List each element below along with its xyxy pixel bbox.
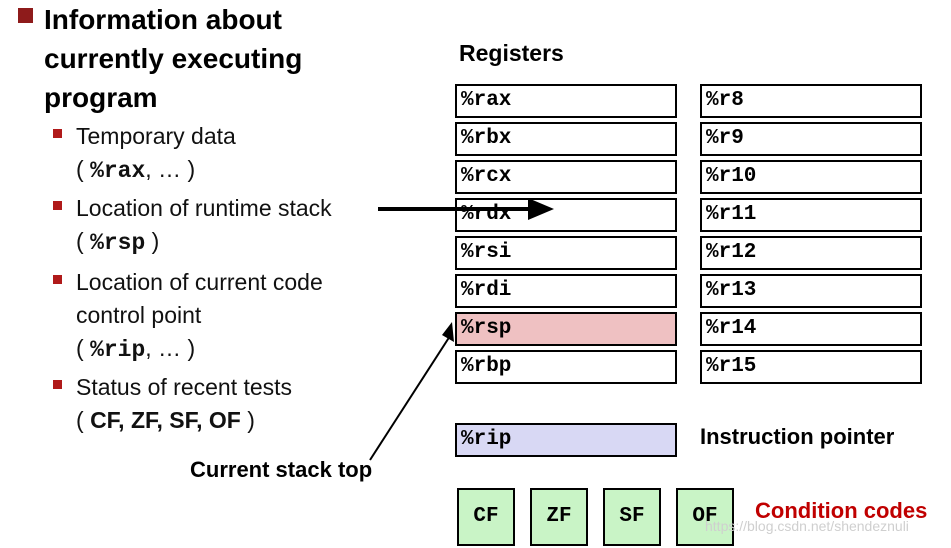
register-rsi: %rsi — [455, 236, 677, 270]
register-r11: %r11 — [700, 198, 922, 232]
registers-title: Registers — [459, 40, 564, 66]
flag-cf: CF — [457, 488, 515, 546]
register-r12: %r12 — [700, 236, 922, 270]
watermark: https://blog.csdn.net/shendeznuli — [705, 518, 909, 534]
item-text: Temporary data — [76, 123, 236, 149]
item-code-control-point: Location of current code control point (… — [76, 266, 323, 367]
item-text: Location of current code — [76, 269, 323, 295]
item-text: control point — [76, 302, 202, 328]
register-r10: %r10 — [700, 160, 922, 194]
item-code-line: ( %rax, … ) — [76, 156, 196, 184]
register-rsp: %rsp — [455, 312, 677, 346]
item-runtime-stack: Location of runtime stack ( %rsp ) — [76, 192, 332, 260]
heading-bullet-icon — [18, 8, 33, 23]
item-code-line: ( %rip, … ) — [76, 335, 196, 363]
register-r15: %r15 — [700, 350, 922, 384]
register-rbp: %rbp — [455, 350, 677, 384]
code-rip: %rip — [90, 337, 146, 363]
register-r13: %r13 — [700, 274, 922, 308]
register-rbx: %rbx — [455, 122, 677, 156]
instruction-pointer-label: Instruction pointer — [700, 424, 895, 449]
arrow-stack-top-to-rsp — [369, 322, 454, 461]
item-bullet-icon — [53, 201, 62, 210]
arrow-runtime-stack-to-rdx — [378, 198, 554, 220]
heading: Information about currently executing pr… — [44, 0, 384, 117]
register-r8: %r8 — [700, 84, 922, 118]
register-r9: %r9 — [700, 122, 922, 156]
flag-sf: SF — [603, 488, 661, 546]
item-bullet-icon — [53, 275, 62, 284]
register-rip: %rip — [455, 423, 677, 457]
flag-zf: ZF — [530, 488, 588, 546]
code-rsp: %rsp — [90, 230, 146, 256]
item-bullet-icon — [53, 380, 62, 389]
register-rdx: %rdx — [455, 198, 677, 232]
item-bullet-icon — [53, 129, 62, 138]
heading-line: Information about — [44, 4, 282, 35]
code-rax: %rax — [90, 158, 146, 184]
current-stack-top-label: Current stack top — [190, 457, 373, 482]
heading-line: program — [44, 82, 158, 113]
heading-line: currently executing — [44, 43, 303, 74]
item-code-line: ( CF, ZF, SF, OF ) — [76, 407, 255, 433]
item-temporary-data: Temporary data ( %rax, … ) — [76, 120, 236, 188]
item-text: Location of runtime stack — [76, 195, 332, 221]
flag-of: OF — [676, 488, 734, 546]
item-text: Status of recent tests — [76, 374, 293, 400]
item-code-line: ( %rsp ) — [76, 228, 160, 256]
item-recent-tests: Status of recent tests ( CF, ZF, SF, OF … — [76, 371, 292, 437]
flags-list: CF, ZF, SF, OF — [90, 407, 241, 433]
register-r14: %r14 — [700, 312, 922, 346]
register-rax: %rax — [455, 84, 677, 118]
register-rdi: %rdi — [455, 274, 677, 308]
register-rcx: %rcx — [455, 160, 677, 194]
condition-codes-label: Condition codes — [755, 498, 928, 523]
